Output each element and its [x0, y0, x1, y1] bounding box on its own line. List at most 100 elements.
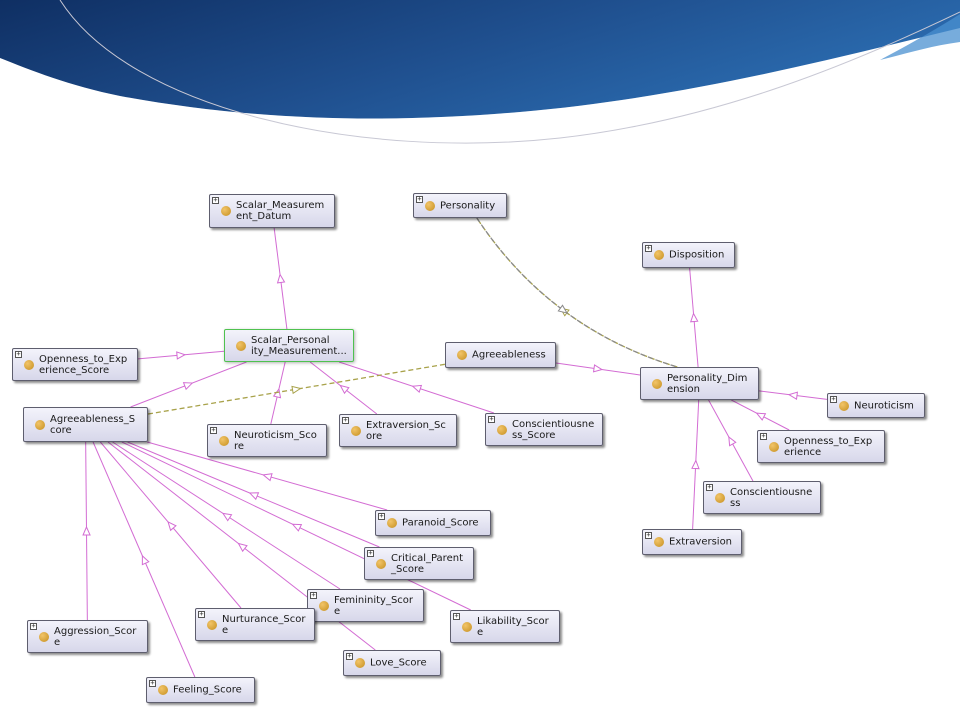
node-label: Conscientiousne ss_Score	[512, 418, 595, 441]
node-likability-score[interactable]: + Likability_Scor e	[450, 610, 560, 643]
node-label: Extraversion	[669, 536, 733, 548]
expand-plus-icon[interactable]: +	[149, 679, 156, 687]
node-openness-to-experience[interactable]: + Openness_to_Exp erience	[757, 430, 885, 463]
class-dot-icon	[769, 441, 779, 452]
node-label: Paranoid_Score	[402, 517, 479, 529]
node-label: Nurturance_Scor e	[222, 613, 306, 636]
edge-relation-olive-personality_dimension-to-personality	[476, 217, 678, 368]
edge-arrowhead	[557, 304, 568, 314]
edge-arrowhead	[276, 273, 286, 284]
node-critical-parent-score[interactable]: + Critical_Parent _Score	[364, 547, 474, 580]
node-label: Openness_to_Exp erience	[784, 435, 873, 458]
edge-arrowhead	[787, 391, 798, 400]
class-dot-icon	[236, 340, 246, 351]
node-love-score[interactable]: + Love_Score	[343, 650, 441, 676]
node-conscientiousness-score[interactable]: + Conscientiousne ss_Score	[485, 413, 603, 446]
edge-arrowhead	[176, 351, 187, 360]
class-dot-icon	[654, 537, 664, 547]
node-label: Feeling_Score	[173, 684, 242, 696]
expand-plus-icon[interactable]: +	[453, 612, 460, 620]
node-extraversion[interactable]: + Extraversion	[642, 529, 742, 555]
expand-plus-icon[interactable]: +	[645, 244, 652, 252]
node-paranoid-score[interactable]: + Paranoid_Score	[375, 510, 491, 536]
class-dot-icon	[207, 619, 217, 630]
edge-arrowhead	[167, 520, 177, 532]
class-dot-icon	[715, 492, 725, 503]
node-label: Agreeableness	[472, 349, 546, 361]
node-label: Neuroticism_Sco re	[234, 429, 317, 452]
class-dot-icon	[376, 558, 386, 569]
expand-plus-icon[interactable]: +	[15, 350, 22, 358]
class-dot-icon	[355, 658, 365, 668]
node-neuroticism[interactable]: + Neuroticism	[827, 393, 925, 418]
class-dot-icon	[319, 600, 329, 611]
node-scalar-measurement-datum[interactable]: + Scalar_Measurem ent_Datum	[209, 194, 335, 228]
class-dot-icon	[462, 621, 472, 632]
class-dot-icon	[387, 518, 397, 528]
expand-plus-icon[interactable]: +	[310, 591, 317, 599]
node-label: Personality_Dim ension	[667, 372, 748, 395]
node-label: Conscientiousne ss	[730, 486, 813, 509]
expand-plus-icon[interactable]: +	[645, 531, 652, 539]
node-label: Agreeableness_S core	[50, 413, 136, 436]
expand-plus-icon[interactable]: +	[706, 483, 713, 491]
expand-plus-icon[interactable]: +	[198, 610, 205, 618]
node-neuroticism-score[interactable]: + Neuroticism_Sco re	[207, 424, 327, 457]
node-label: Neuroticism	[854, 400, 914, 411]
expand-plus-icon[interactable]: +	[830, 395, 837, 403]
class-dot-icon	[158, 685, 168, 695]
node-conscientiousness[interactable]: + Conscientiousne ss	[703, 481, 821, 514]
node-label: Critical_Parent _Score	[391, 552, 463, 575]
class-dot-icon	[425, 200, 435, 211]
edge-arrowhead	[221, 512, 233, 522]
node-label: Extraversion_Sc ore	[366, 419, 446, 442]
edge-arrowhead	[141, 554, 150, 566]
expand-plus-icon[interactable]: +	[30, 622, 37, 630]
edge-arrowhead	[237, 542, 248, 553]
node-personality[interactable]: + Personality	[413, 193, 507, 218]
node-label: Scalar_Measurem ent_Datum	[236, 200, 325, 222]
node-femininity-score[interactable]: + Femininity_Scor e	[307, 589, 424, 622]
node-aggression-score[interactable]: + Aggression_Scor e	[27, 620, 148, 653]
class-dot-icon	[24, 359, 34, 370]
expand-plus-icon[interactable]: +	[212, 196, 219, 204]
node-extraversion-score[interactable]: + Extraversion_Sc ore	[339, 414, 457, 447]
edge-arrowhead	[182, 382, 194, 391]
class-dot-icon	[219, 435, 229, 446]
expand-plus-icon[interactable]: +	[488, 415, 495, 423]
expand-plus-icon[interactable]: +	[760, 432, 767, 440]
node-label: Openness_to_Exp erience_Score	[39, 353, 128, 376]
node-disposition[interactable]: + Disposition	[642, 242, 735, 268]
node-label: Scalar_Personal ity_Measurement...	[251, 334, 347, 357]
node-openness-to-experience-score[interactable]: + Openness_to_Exp erience_Score	[12, 348, 138, 381]
edge-arrowhead	[262, 473, 273, 482]
node-agreeableness[interactable]: Agreeableness	[445, 342, 556, 368]
edge-arrowhead	[82, 525, 91, 536]
class-dot-icon	[654, 250, 664, 260]
node-label: Personality	[440, 200, 496, 211]
node-agreeableness-score[interactable]: Agreeableness_S core	[23, 407, 148, 442]
header-banner	[0, 0, 960, 144]
node-label: Love_Score	[370, 657, 427, 669]
node-nurturance-score[interactable]: + Nurturance_Scor e	[195, 608, 315, 641]
edge-arrowhead	[291, 385, 302, 395]
expand-plus-icon[interactable]: +	[416, 195, 423, 203]
node-scalar-personality-measurement[interactable]: Scalar_Personal ity_Measurement...	[224, 329, 354, 362]
expand-plus-icon[interactable]: +	[367, 549, 374, 557]
expand-plus-icon[interactable]: +	[346, 652, 353, 660]
class-dot-icon	[351, 425, 361, 436]
class-dot-icon	[39, 631, 49, 642]
edge-arrowhead	[755, 412, 767, 421]
node-feeling-score[interactable]: + Feeling_Score	[146, 677, 255, 703]
edge-arrowhead	[689, 312, 699, 323]
expand-plus-icon[interactable]: +	[210, 426, 217, 434]
expand-plus-icon[interactable]: +	[342, 416, 349, 424]
edge-arrowhead	[339, 384, 350, 395]
expand-plus-icon[interactable]: +	[378, 512, 385, 520]
class-dot-icon	[839, 400, 849, 411]
edge-arrowhead	[728, 435, 737, 447]
node-label: Disposition	[669, 249, 725, 261]
node-label: Femininity_Scor e	[334, 594, 414, 617]
node-label: Aggression_Scor e	[54, 625, 137, 648]
node-personality-dimension[interactable]: Personality_Dim ension	[640, 367, 759, 400]
